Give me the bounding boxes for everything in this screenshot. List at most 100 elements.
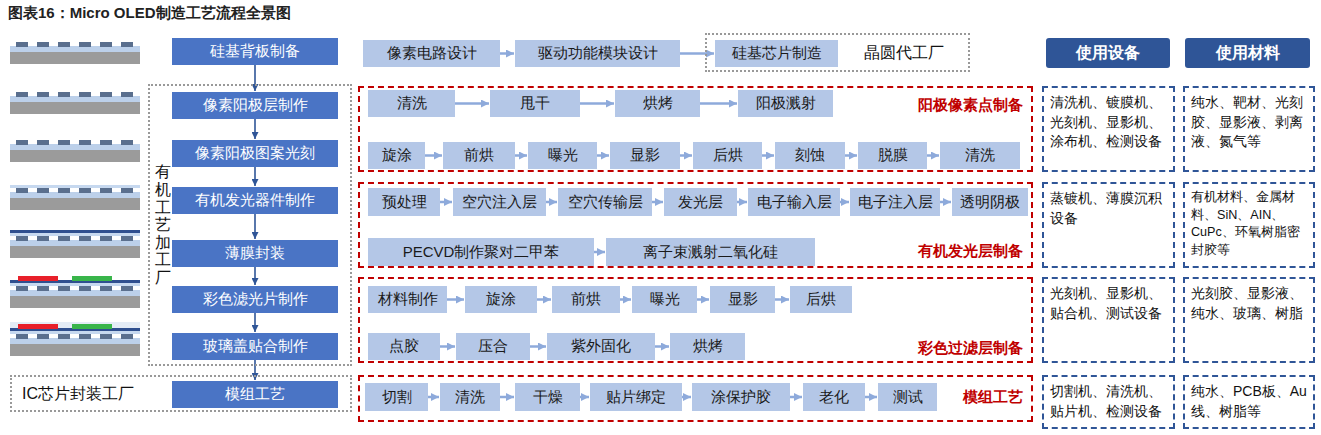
stage-group: 彩色过滤层制备材料制作旋涂前烘曝光显影后烘点胶压合紫外固化烘烤 bbox=[358, 277, 1033, 363]
factory-group: 有机工艺加工厂像素阳极层制作像素阳极图案光刻有机发光器件制作薄膜封装彩色滤光片制… bbox=[148, 84, 352, 366]
sub-step-box: 涂保护胶 bbox=[692, 383, 790, 411]
box-text: 点胶 bbox=[389, 337, 419, 356]
box-text: 清洗 bbox=[965, 146, 995, 165]
flow-arrow bbox=[254, 267, 256, 285]
sub-step-box: 后烘 bbox=[790, 286, 852, 313]
flow-arrow bbox=[440, 201, 452, 204]
sub-step-box: 空穴注入层 bbox=[453, 188, 546, 216]
sub-step-box: 空穴传输层 bbox=[558, 188, 652, 216]
flow-arrow bbox=[840, 201, 849, 204]
anode-pixel bbox=[37, 334, 49, 339]
box-text: 切割 bbox=[382, 388, 412, 407]
anode-pixel bbox=[16, 140, 28, 145]
flow-arrow bbox=[597, 154, 609, 157]
box-text: 显影 bbox=[630, 146, 660, 165]
anode-pixel bbox=[37, 188, 49, 193]
flow-arrow bbox=[254, 313, 256, 332]
silicon-substrate bbox=[10, 344, 140, 356]
flow-arrow bbox=[594, 251, 605, 254]
box-text: 模组工艺 bbox=[225, 385, 285, 404]
box-text: 空穴注入层 bbox=[462, 193, 537, 212]
flow-arrow bbox=[652, 201, 663, 204]
box-text: 彩色滤光片制作 bbox=[203, 290, 308, 309]
flow-arrow bbox=[447, 298, 464, 301]
flow-arrow bbox=[428, 396, 439, 399]
green-filter bbox=[72, 276, 112, 281]
anode-pixel bbox=[16, 236, 28, 241]
anode-pixel bbox=[79, 92, 91, 97]
sub-step-box: 点胶 bbox=[368, 333, 440, 360]
group-label: 晶圆代工厂 bbox=[864, 43, 944, 64]
flow-arrow bbox=[500, 396, 514, 399]
anode-pixel bbox=[58, 140, 70, 145]
sub-step-box: 材料制作 bbox=[368, 286, 447, 313]
box-text: 像素阳极层制作 bbox=[203, 96, 308, 115]
flow-arrow bbox=[680, 52, 714, 55]
anode-pixel bbox=[121, 334, 133, 339]
anode-pixel bbox=[79, 188, 91, 193]
box-text: 测试 bbox=[893, 388, 923, 407]
sub-step-box: 发光层 bbox=[664, 188, 737, 216]
sub-step-box: 硅基芯片制造 bbox=[715, 40, 838, 67]
sub-step-box: 电子输入层 bbox=[748, 188, 840, 216]
sub-step-box: 旋涂 bbox=[465, 286, 537, 313]
sub-step-box: 显影 bbox=[710, 286, 775, 313]
group-label: 有机发光层制备 bbox=[918, 242, 1023, 261]
stage-group: 有机发光层制备预处理空穴注入层空穴传输层发光层电子输入层电子注入层透明阴极PEC… bbox=[358, 182, 1033, 268]
anode-pixel bbox=[121, 140, 133, 145]
silicon-substrate bbox=[10, 198, 140, 210]
box-text: 薄膜封装 bbox=[225, 244, 285, 263]
flow-arrow bbox=[697, 298, 709, 301]
anode-pixel bbox=[37, 42, 49, 47]
anode-pixel bbox=[79, 42, 91, 47]
flow-arrow bbox=[845, 154, 857, 157]
box-text: 前烘 bbox=[571, 290, 601, 309]
stage-group: 阳极像素点制备清洗甩干烘烤阳极溅射旋涂前烘曝光显影后烘刻蚀脱膜清洗 bbox=[358, 86, 1033, 172]
process-step-box: 有机发光器件制作 bbox=[172, 187, 338, 214]
box-text: 硅基芯片制造 bbox=[732, 44, 822, 63]
sub-step-box: 甩干 bbox=[490, 90, 580, 117]
box-text: 甩干 bbox=[520, 94, 550, 113]
silicon-substrate bbox=[10, 296, 140, 308]
box-text: 驱动功能模块设计 bbox=[538, 44, 658, 63]
sub-step-box: 曝光 bbox=[632, 286, 697, 313]
green-filter bbox=[72, 324, 112, 329]
group-label: 有机工艺加工厂 bbox=[155, 163, 171, 286]
anode-pixel bbox=[121, 92, 133, 97]
sub-step-box: 旋涂 bbox=[368, 142, 425, 169]
anode-pixel bbox=[58, 236, 70, 241]
flow-arrow bbox=[940, 201, 951, 204]
resource-list-box: 有机材料、金属材料、SiN、AIN、CuPc、环氧树脂密封胶等 bbox=[1183, 182, 1315, 268]
box-text: 曝光 bbox=[548, 146, 578, 165]
group-label: IC芯片封装工厂 bbox=[22, 384, 134, 405]
box-text: 像素电路设计 bbox=[387, 44, 477, 63]
box-text: 后烘 bbox=[713, 146, 743, 165]
sub-step-box: 烘烤 bbox=[670, 333, 745, 360]
anode-pixel bbox=[58, 188, 70, 193]
box-text: 空穴传输层 bbox=[568, 193, 643, 212]
anode-pixel bbox=[79, 286, 91, 291]
box-text: 旋涂 bbox=[486, 290, 516, 309]
sub-step-box: 老化 bbox=[803, 383, 865, 411]
organic-layer bbox=[10, 185, 140, 188]
anode-pixel bbox=[16, 286, 28, 291]
sub-step-box: PECVD制作聚对二甲苯 bbox=[368, 238, 594, 266]
backplane-layer bbox=[10, 338, 140, 344]
sub-step-box: 显影 bbox=[610, 142, 680, 169]
anode-pixel bbox=[121, 42, 133, 47]
sub-step-box: 阳极溅射 bbox=[738, 90, 833, 117]
factory-group: IC芯片封装工厂 模组工艺 bbox=[10, 375, 352, 412]
box-text: 后烘 bbox=[806, 290, 836, 309]
anode-pixel bbox=[121, 286, 133, 291]
box-text: PECVD制作聚对二甲苯 bbox=[403, 243, 560, 262]
box-text: 涂保护胶 bbox=[711, 388, 771, 407]
backplane-layer bbox=[10, 290, 140, 296]
anode-pixel bbox=[58, 92, 70, 97]
box-text: 干燥 bbox=[533, 388, 563, 407]
anode-pixel bbox=[79, 140, 91, 145]
sub-step-box: 前烘 bbox=[552, 286, 620, 313]
anode-pixel bbox=[37, 140, 49, 145]
anode-pixel bbox=[37, 92, 49, 97]
box-text: 切割机、清洗机、贴片机、检测设备 bbox=[1050, 382, 1167, 421]
flow-arrow bbox=[254, 65, 256, 91]
